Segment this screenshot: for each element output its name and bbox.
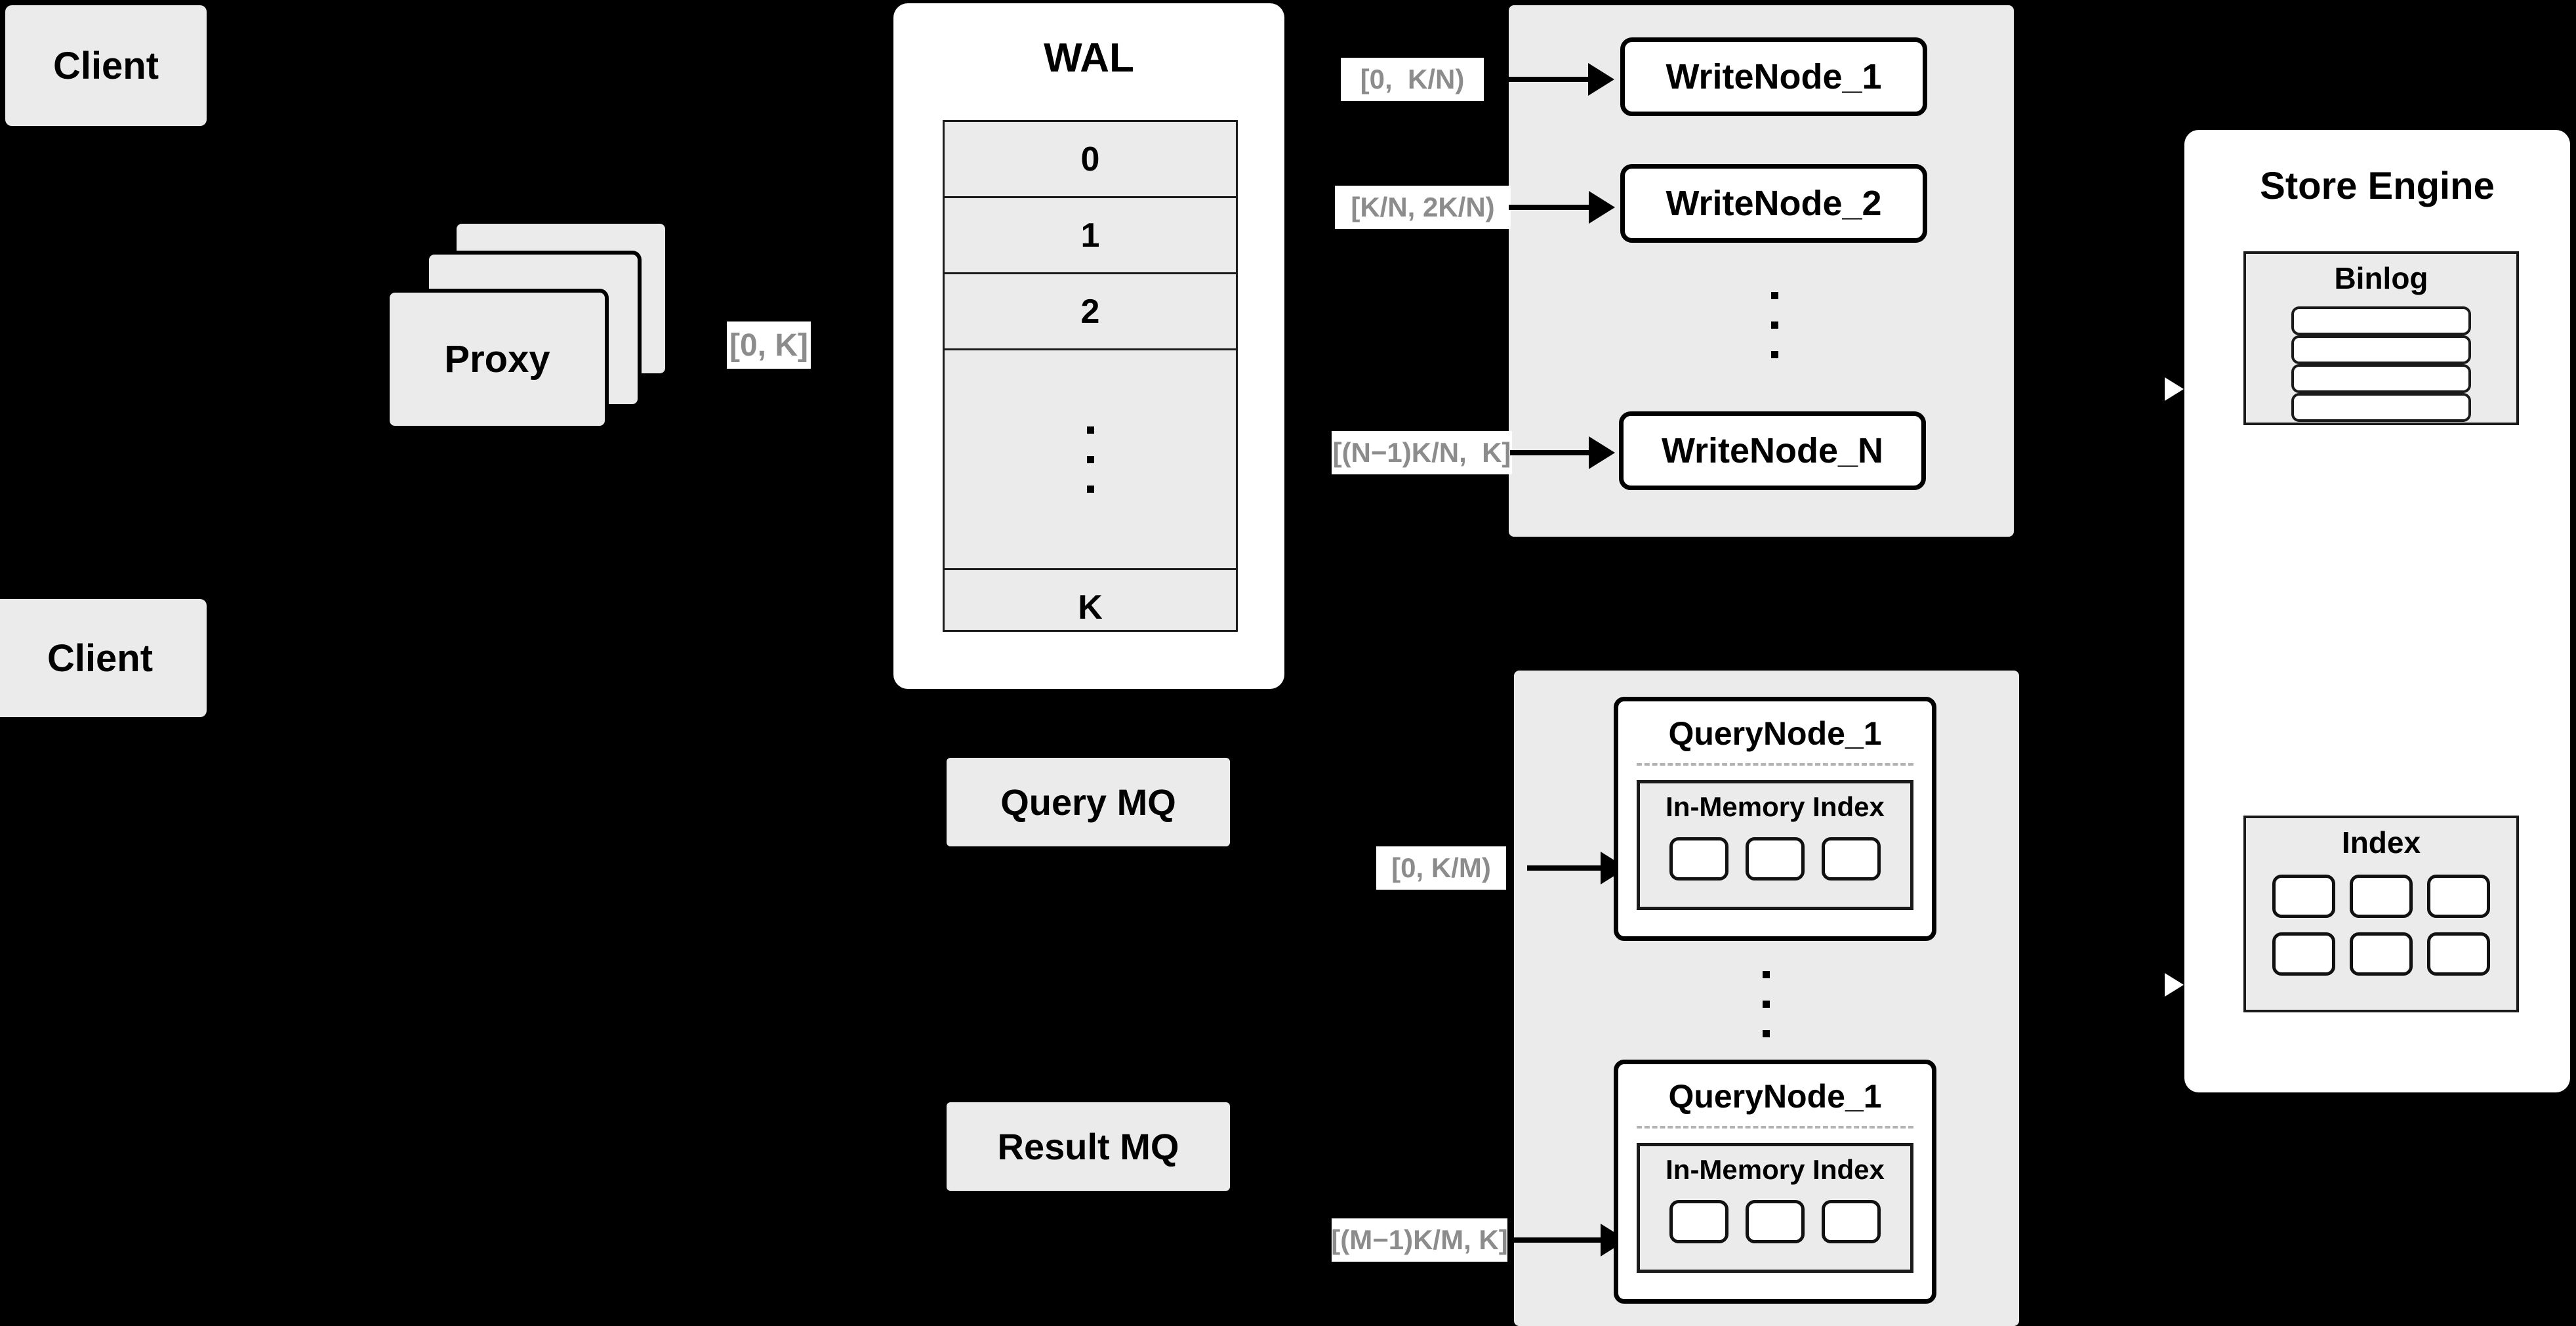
write-node-2-arrow-line (1509, 205, 1589, 210)
client-label: Client (47, 636, 153, 680)
proxy-range-label: [0, K] (727, 321, 811, 369)
in-memory-index-title: In-Memory Index (1666, 791, 1885, 822)
client-label: Client (52, 44, 159, 87)
query-node-divider (1637, 763, 1913, 766)
query-node-divider (1637, 1126, 1913, 1129)
binlog-inbound-arrow-line (2124, 387, 2165, 391)
client-box-2[interactable]: Client (0, 599, 207, 717)
write-node-1-range-label: [0, K/N) (1341, 58, 1484, 101)
write-node-n-range-label: [(N−1)K/N, K] (1332, 431, 1512, 474)
index-entry[interactable] (2350, 875, 2413, 918)
wal-slot-ellipsis (945, 350, 1236, 570)
index-segment[interactable] (1669, 1200, 1728, 1243)
index-entry[interactable] (2350, 932, 2413, 976)
wal-title: WAL (1044, 35, 1134, 81)
result-mq-box[interactable]: Result MQ (947, 1102, 1230, 1191)
in-memory-index-panel: In-Memory Index (1637, 780, 1913, 910)
query-mq-box[interactable]: Query MQ (947, 758, 1230, 846)
binlog-panel: Binlog (2243, 251, 2519, 425)
wal-slot[interactable]: 0 (945, 122, 1236, 198)
index-segment[interactable] (1669, 837, 1728, 881)
store-index-panel: Index (2243, 816, 2519, 1012)
index-segment[interactable] (1822, 837, 1881, 881)
binlog-entry[interactable] (2291, 335, 2471, 364)
index-inbound-arrow-line (2124, 950, 2165, 954)
write-node-2-arrow-head (1589, 191, 1615, 224)
in-memory-index-panel: In-Memory Index (1637, 1143, 1913, 1273)
result-mq-label: Result MQ (997, 1126, 1179, 1167)
wal-slot[interactable]: 1 (945, 198, 1236, 274)
index-entry[interactable] (2427, 932, 2490, 976)
write-node-n-arrow-head (1589, 436, 1615, 469)
query-node-1[interactable]: QueryNode_1 In-Memory Index (1614, 697, 1936, 941)
client-box-1[interactable]: Client (5, 5, 207, 126)
write-node-2-range-label: [K/N, 2K/N) (1335, 186, 1511, 229)
index-entry[interactable] (2427, 875, 2490, 918)
query-node-2[interactable]: QueryNode_1 In-Memory Index (1614, 1060, 1936, 1304)
index-entry[interactable] (2272, 875, 2335, 918)
index-segment[interactable] (1746, 837, 1805, 881)
write-node-1-arrow-head (1588, 63, 1614, 96)
write-cluster-ellipsis (1768, 279, 1781, 371)
binlog-entry[interactable] (2291, 364, 2471, 393)
write-node-n[interactable]: WriteNode_N (1619, 411, 1926, 490)
store-index-title: Index (2341, 825, 2421, 860)
query-node-2-arrow-line (1507, 1237, 1601, 1243)
query-node-1-arrow-line (1527, 865, 1601, 871)
write-node-n-arrow-line (1510, 450, 1589, 455)
write-node-label: WriteNode_1 (1666, 57, 1882, 96)
index-segment[interactable] (1746, 1200, 1805, 1243)
write-node-2[interactable]: WriteNode_2 (1620, 164, 1927, 243)
store-engine-container: Store Engine Binlog Index (2184, 130, 2570, 1092)
wal-container: WAL 0 1 2 K (893, 3, 1284, 689)
query-node-label: QueryNode_1 (1668, 715, 1882, 752)
proxy-label: Proxy (444, 338, 550, 381)
write-node-label: WriteNode_2 (1666, 184, 1882, 223)
in-memory-index-title: In-Memory Index (1666, 1154, 1885, 1185)
query-node-2-range-label: [(M−1)K/M, K] (1331, 1218, 1508, 1262)
write-node-1[interactable]: WriteNode_1 (1620, 37, 1927, 116)
binlog-entry[interactable] (2291, 393, 2471, 422)
query-mq-label: Query MQ (1000, 781, 1176, 823)
query-node-label: QueryNode_1 (1668, 1078, 1882, 1115)
index-segment[interactable] (1822, 1200, 1881, 1243)
write-node-label: WriteNode_N (1661, 431, 1884, 470)
store-engine-title: Store Engine (2260, 165, 2495, 207)
wal-slot[interactable]: 2 (945, 274, 1236, 350)
proxy-box[interactable]: Proxy (386, 289, 609, 430)
query-node-1-range-label: [0, K/M) (1376, 846, 1506, 890)
query-cluster-ellipsis (1759, 958, 1772, 1050)
index-entry[interactable] (2272, 932, 2335, 976)
wal-slot-table: 0 1 2 K (943, 120, 1238, 632)
binlog-entry[interactable] (2291, 306, 2471, 335)
binlog-title: Binlog (2334, 261, 2428, 295)
write-node-1-arrow-line (1496, 77, 1588, 82)
wal-slot[interactable]: K (945, 570, 1236, 630)
